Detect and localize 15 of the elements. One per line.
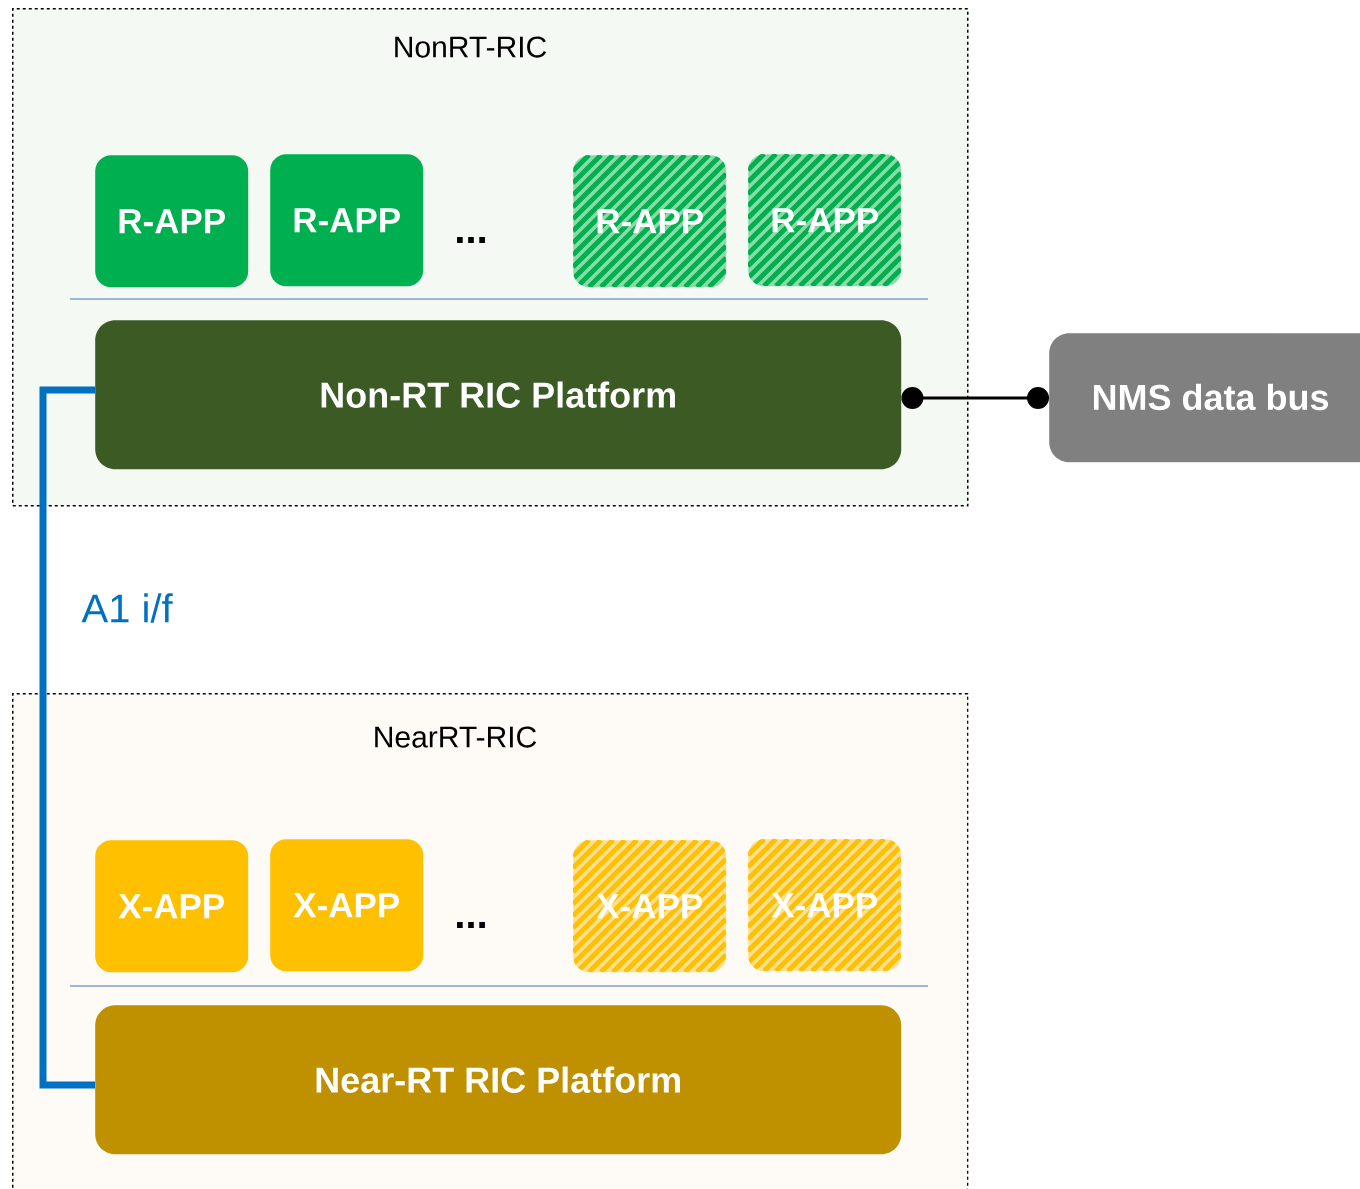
app-box: X-APP [573,840,727,973]
app-box: X-APP [95,840,249,973]
platform-box: Near-RT RIC Platform [95,1005,902,1155]
app-box: R-APP [95,155,249,288]
ellipsis: ... [457,237,485,243]
app-box: R-APP [748,154,902,287]
platform-box: Non-RT RIC Platform [95,320,902,470]
app-box: X-APP [748,839,902,972]
app-box: X-APP [270,839,424,972]
edge-label: A1 i/f [81,593,173,623]
app-box: R-APP [270,154,424,287]
ellipsis: ... [457,922,485,928]
bus-box: NMS data bus [1049,333,1360,463]
connector-line [901,387,1049,409]
app-box: R-APP [573,155,727,288]
